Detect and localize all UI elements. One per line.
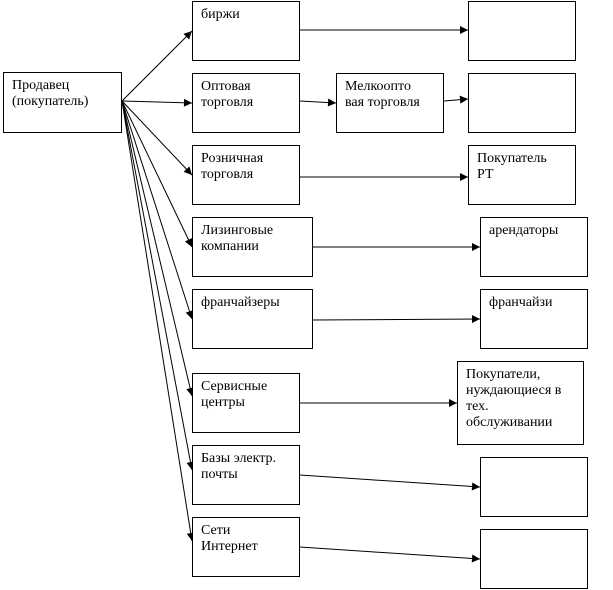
channel-wholesale-box: Оптовая торговля	[192, 73, 300, 133]
arrow-email-buyer	[299, 474, 481, 491]
arrow-seller-internet	[121, 100, 195, 542]
arrow-seller-exchanges	[121, 30, 193, 102]
buyer-internet-box	[480, 529, 588, 589]
channel-franchisers-box: франчайзеры	[192, 289, 313, 349]
channel-retail-box: Розничная торговля	[192, 145, 300, 205]
buyer-retail-box: Покупатель РТ	[468, 145, 576, 205]
buyer-leasing-box: арендаторы	[480, 217, 588, 277]
channel-service-box: Сервисные центры	[192, 373, 300, 433]
buyer-wholesale-box	[468, 73, 576, 133]
arrow-seller-franchisers	[121, 100, 194, 320]
channel-internet-box: Сети Интернет	[192, 517, 300, 577]
arrow-seller-retail	[121, 100, 193, 176]
arrow-seller-service	[121, 100, 195, 397]
arrow-seller-leasing	[121, 100, 193, 248]
buyer-service-box: Покупатели, нуждающиеся в тех. обслужива…	[457, 361, 584, 445]
arrow-seller-email	[121, 100, 195, 471]
buyer-exchanges-box	[468, 1, 576, 61]
channel-exchanges-box: биржи	[192, 1, 300, 61]
seller-box: Продавец (покупатель)	[3, 72, 122, 133]
arrow-small-buyer	[443, 95, 469, 104]
buyer-franchisers-box: франчайзи	[480, 289, 588, 349]
small-wholesale-box: Мелкоопто вая торговля	[336, 73, 444, 133]
arrow-wholesale-small	[299, 98, 337, 107]
arrow-internet-buyer	[299, 546, 481, 563]
arrow-seller-wholesale	[121, 98, 193, 107]
channel-email-box: Базы электр. почты	[192, 445, 300, 505]
channel-leasing-box: Лизинговые компании	[192, 217, 313, 277]
buyer-email-box	[480, 457, 588, 517]
arrow-franchisers-buyer	[312, 315, 481, 324]
